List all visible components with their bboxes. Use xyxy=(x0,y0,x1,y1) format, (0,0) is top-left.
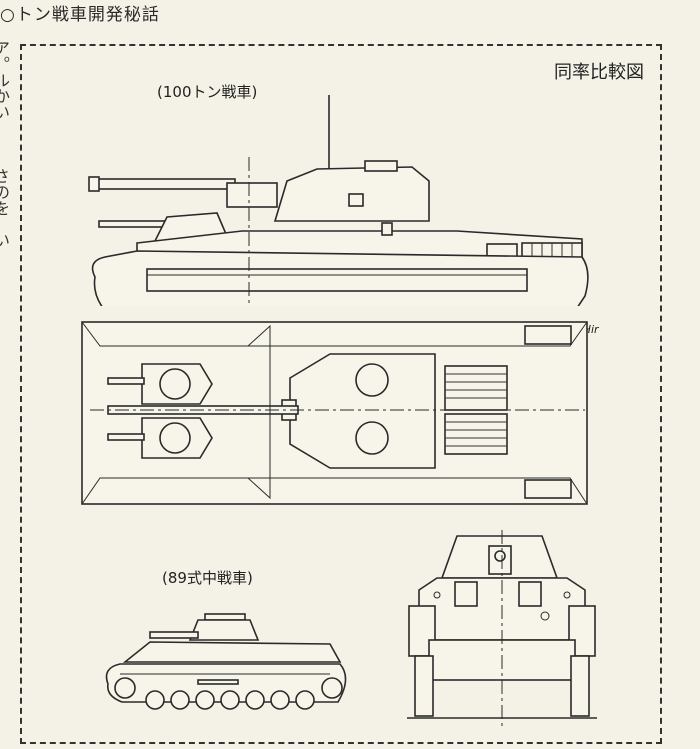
label-type89-tank: (89式中戦車) xyxy=(162,569,253,587)
side-view-100t-drawing: K.Hir xyxy=(77,91,599,336)
figure-title: 同率比較図 xyxy=(554,62,644,83)
type89-wheels xyxy=(114,677,343,710)
running-head: ○トン戦車開発秘話 xyxy=(0,5,160,25)
side-view-type89-drawing xyxy=(100,606,350,721)
top-view-100t-drawing xyxy=(80,318,595,508)
front-view-100t-drawing xyxy=(407,530,597,730)
left-column-text: ア。ルかい さのを い xyxy=(0,40,10,248)
top-rear-grilles xyxy=(444,325,572,499)
comparison-figure: 同率比較図 (100トン戦車) (89式中戦車) xyxy=(20,44,662,744)
label-100t-tank: (100トン戦車) xyxy=(157,83,258,101)
